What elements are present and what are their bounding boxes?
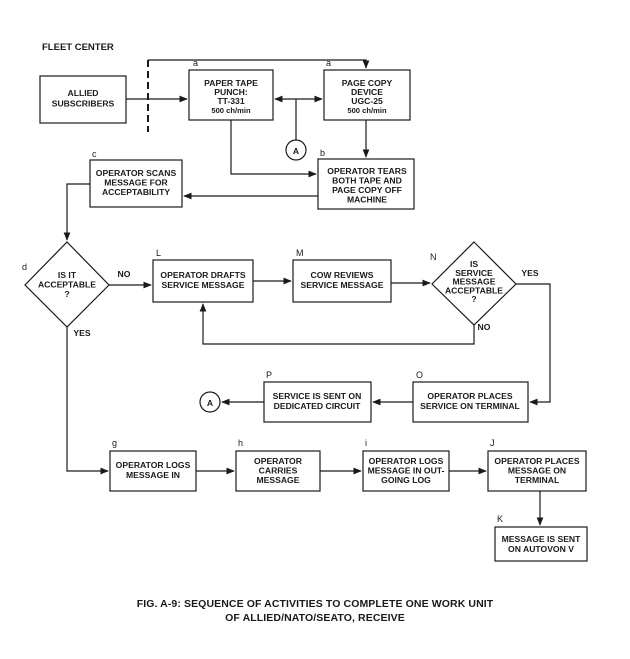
node-operator-places-message <box>487 450 587 492</box>
node-a1-text-line-1: PAPER TAPE <box>204 78 258 88</box>
node-b-text-line-3: PAGE COPY OFF <box>332 185 402 195</box>
node-b-text-line-4: MACHINE <box>347 195 387 205</box>
node-L-text-line-1: OPERATOR DRAFTS <box>160 270 245 280</box>
edge-allied-to-page-copy <box>148 59 370 69</box>
edge-scans-to-decision <box>63 183 90 241</box>
node-N-text-line-4: ACCEPTABLE <box>445 285 503 295</box>
node-a1-text-line-3: TT-331 <box>217 96 244 106</box>
node-O-text-line-1: OPERATOR PLACES <box>427 391 512 401</box>
edge-label-yes-n: YES <box>521 268 538 278</box>
node-allied-text-line-2: SUBSCRIBERS <box>52 99 115 109</box>
node-O-text-line-2: SERVICE ON TERMINAL <box>420 401 520 411</box>
edge-label-no-d: NO <box>118 269 131 279</box>
node-N-text-line-3: MESSAGE <box>453 277 496 287</box>
edge-label-no-n: NO <box>478 322 491 332</box>
edge-decision-yes-to-logs-in <box>66 327 109 475</box>
node-a1-text-line-2: PUNCH: <box>214 87 248 97</box>
node-b-text-line-1: OPERATOR TEARS <box>327 166 407 176</box>
node-i-text-line-3: GOING LOG <box>381 475 431 485</box>
connector-a-left-label: A <box>207 398 213 408</box>
node-a2-text-line-2: DEVICE <box>351 87 383 97</box>
node-M-step-letter: M <box>296 248 304 258</box>
edge-label-yes-d: YES <box>73 328 90 338</box>
node-a1-step-letter: a <box>193 58 198 68</box>
node-N-text-line-2: SERVICE <box>455 268 493 278</box>
node-h-step-letter: h <box>238 438 243 448</box>
node-a2-text-line-3: UGC-25 <box>351 96 383 106</box>
node-k-text-line-1: MESSAGE IS SENT <box>502 534 582 544</box>
node-j-text-line-2: MESSAGE ON <box>508 466 566 476</box>
node-cow-reviews <box>292 259 392 303</box>
node-operator-tears <box>317 158 415 210</box>
connector-a-top-label: A <box>293 146 299 156</box>
node-k-step-letter: K <box>497 514 503 524</box>
node-M-text-line-1: COW REVIEWS <box>310 270 373 280</box>
node-i-text-line-2: MESSAGE IN OUT- <box>368 466 445 476</box>
node-h-text-line-2: CARRIES <box>259 466 298 476</box>
node-O-step-letter: O <box>416 370 423 380</box>
node-a2-text-line-4: 500 ch/min <box>347 106 387 115</box>
node-P-text-line-1: SERVICE IS SENT ON <box>273 391 362 401</box>
node-c-text-line-1: OPERATOR SCANS <box>96 168 177 178</box>
node-j-step-letter: J <box>490 438 495 448</box>
node-a2-step-letter: a <box>326 58 331 68</box>
node-N-text-line-1: IS <box>470 259 478 269</box>
node-i-step-letter: i <box>365 438 367 448</box>
node-g-text-line-1: OPERATOR LOGS <box>116 460 191 470</box>
fleet-center-label: FLEET CENTER <box>42 42 114 53</box>
node-d-text-line-2: ACCEPTABLE <box>38 280 96 290</box>
node-i-text-line-1: OPERATOR LOGS <box>369 456 444 466</box>
node-M-text-line-2: SERVICE MESSAGE <box>301 280 384 290</box>
node-page-copy-device <box>323 69 411 121</box>
node-g-text-line-2: MESSAGE IN <box>126 470 180 480</box>
node-N-text-line-5: ? <box>471 294 476 304</box>
node-d-step-letter: d <box>22 262 27 272</box>
node-L-text-line-2: SERVICE MESSAGE <box>162 280 245 290</box>
node-a2-text-line-1: PAGE COPY <box>342 78 393 88</box>
connector-a-left <box>199 391 221 413</box>
node-message-sent-autovon <box>494 526 588 562</box>
edge-punch-to-tears <box>230 120 317 178</box>
node-b-step-letter: b <box>320 148 325 158</box>
node-k-text-line-2: ON AUTOVON V <box>508 544 574 554</box>
node-P-step-letter: P <box>266 370 272 380</box>
node-P-text-line-2: DEDICATED CIRCUIT <box>274 401 361 411</box>
edge-service-yes-to-places <box>516 283 551 406</box>
node-L-step-letter: L <box>156 248 161 258</box>
node-c-text-line-2: MESSAGE FOR <box>104 178 168 188</box>
node-d-text-line-1: IS IT <box>58 270 77 280</box>
node-d-text-line-3: ? <box>64 289 69 299</box>
node-j-text-line-3: TERMINAL <box>515 475 559 485</box>
figure-caption-line-1: FIG. A-9: SEQUENCE OF ACTIVITIES TO COMP… <box>136 598 494 610</box>
figure-caption-line-2: OF ALLIED/NATO/SEATO, RECEIVE <box>225 612 405 624</box>
edge-service-no-to-drafts <box>199 303 475 345</box>
node-a1-text-line-4: 500 ch/min <box>211 106 251 115</box>
node-g-step-letter: g <box>112 438 117 448</box>
node-c-step-letter: c <box>92 149 97 159</box>
node-c-text-line-3: ACCEPTABILITY <box>102 187 170 197</box>
node-j-text-line-1: OPERATOR PLACES <box>494 456 579 466</box>
node-allied-text-line-1: ALLIED <box>67 88 98 98</box>
node-h-text-line-1: OPERATOR <box>254 456 303 466</box>
node-h-text-line-3: MESSAGE <box>257 475 300 485</box>
node-b-text-line-2: BOTH TAPE AND <box>332 176 402 186</box>
node-N-step-letter: N <box>430 252 437 262</box>
